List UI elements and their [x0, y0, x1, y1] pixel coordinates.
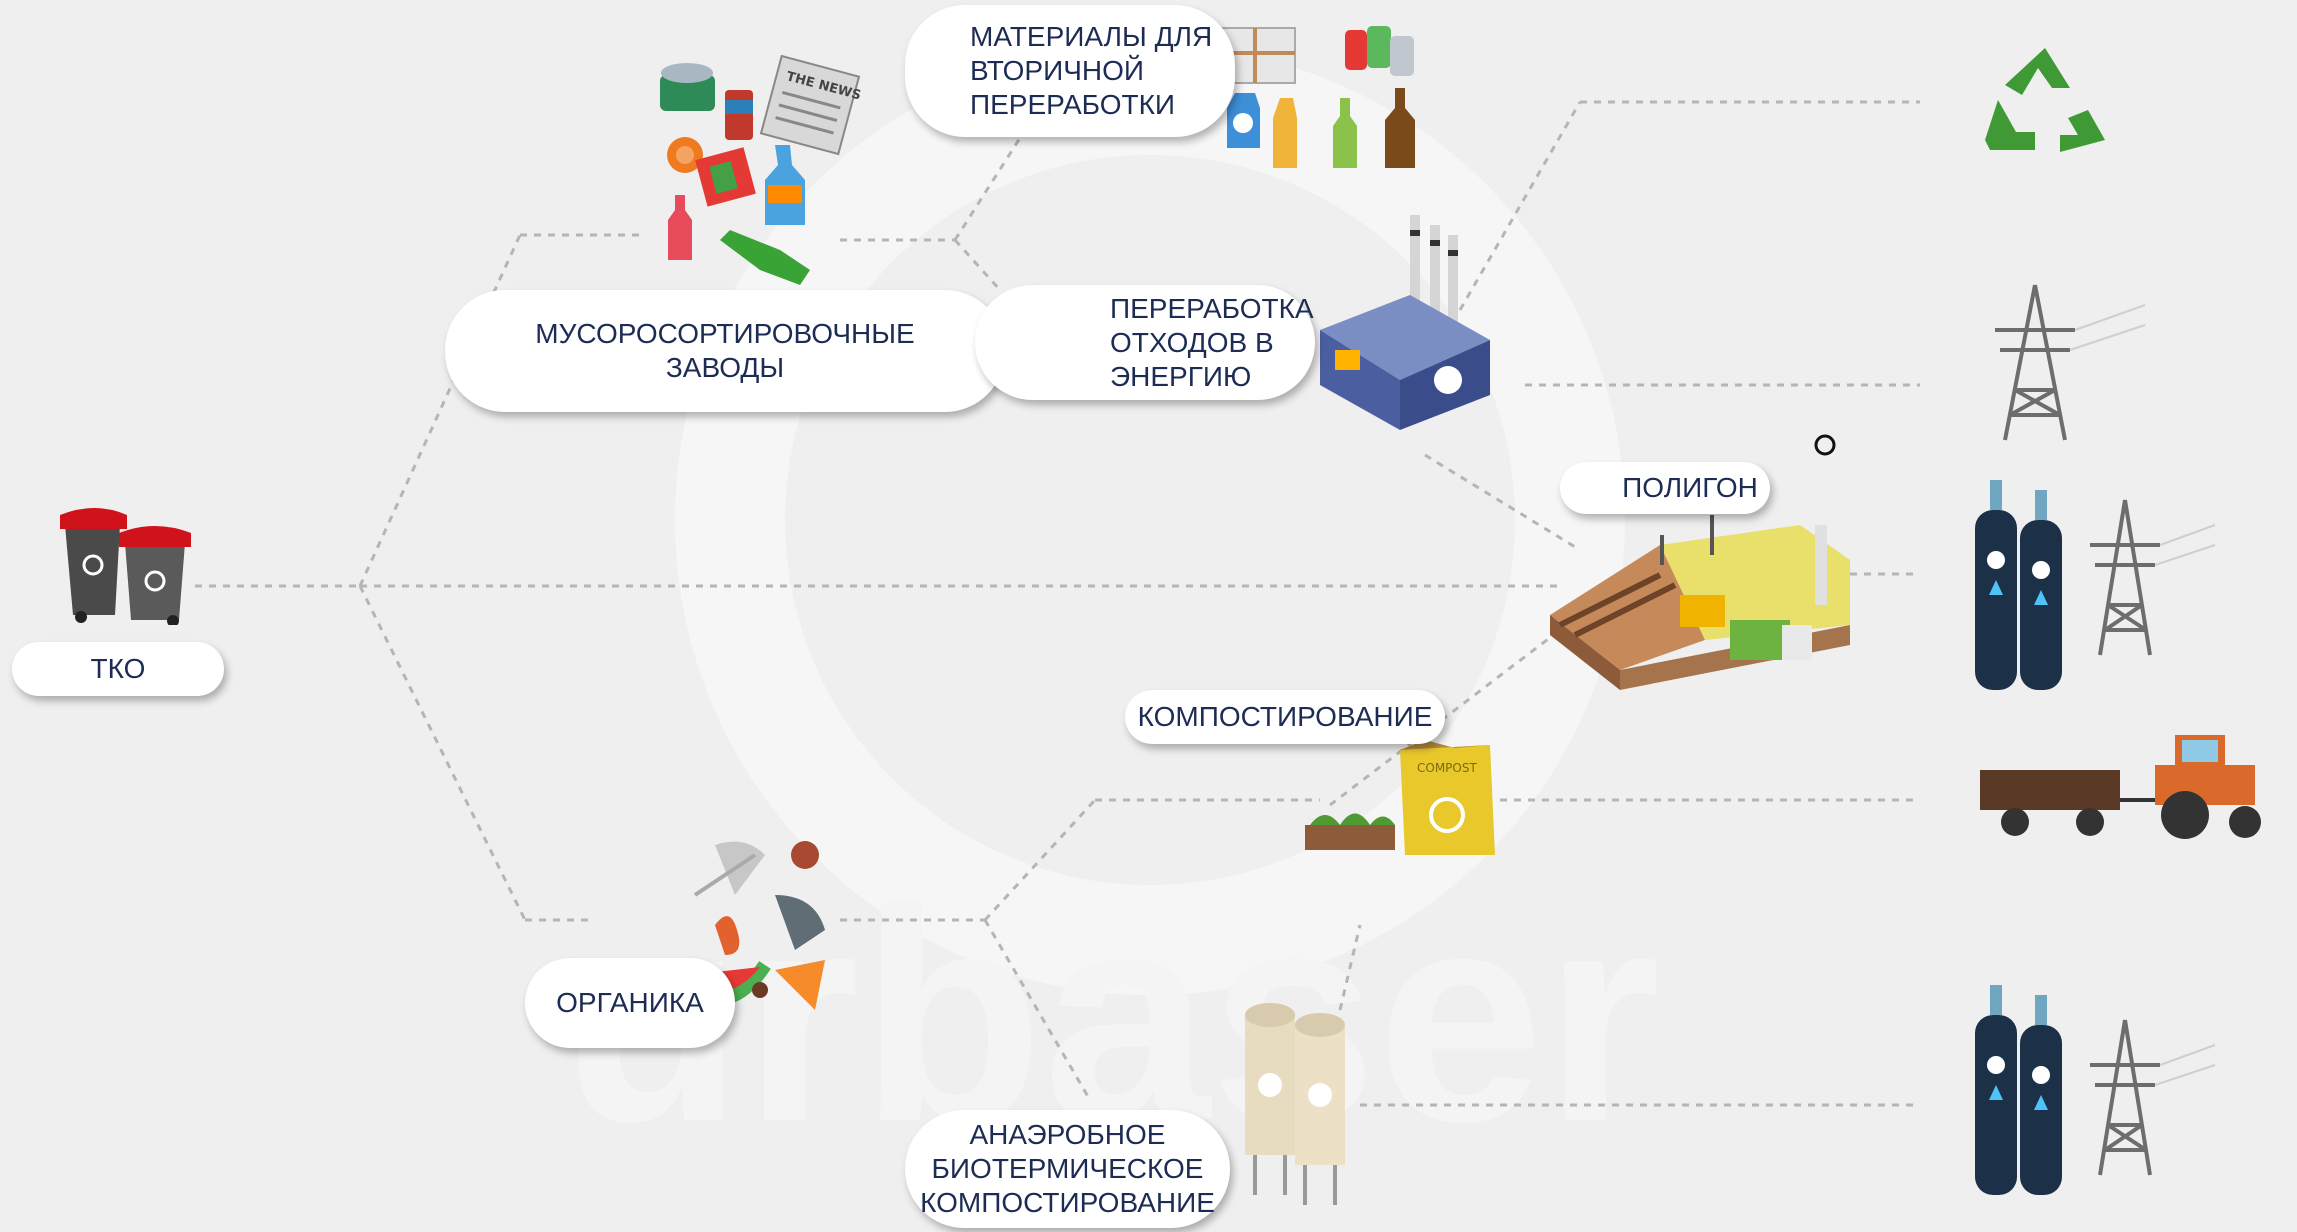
waste-bins-icon: [60, 508, 191, 625]
recyclables-icon: THE NEWS: [660, 55, 863, 285]
gas-cylinder-icon-2: [1975, 985, 2062, 1195]
node-organics: ОРГАНИКА: [525, 958, 735, 1048]
small-logo-icon: [1814, 434, 1836, 456]
node-landfill: ПОЛИГОН: [1560, 462, 1770, 514]
node-recycling-materials: МАТЕРИАЛЫ ДЛЯ ВТОРИЧНОЙ ПЕРЕРАБОТКИ: [905, 5, 1235, 137]
node-waste-to-energy: ПЕРЕРАБОТКА ОТХОДОВ В ЭНЕРГИЮ: [975, 285, 1315, 400]
biogas-silo-icon: [1245, 1003, 1345, 1205]
node-sorting-plants: МУСОРОСОРТИРОВОЧНЫЕ ЗАВОДЫ: [445, 290, 1005, 412]
compost-bag-label: COMPOST: [1417, 761, 1477, 775]
node-anaerobic-composting-label: АНАЭРОБНОЕ БИОТЕРМИЧЕСКОЕ КОМПОСТИРОВАНИ…: [920, 1119, 1215, 1218]
node-tko: ТКО: [12, 642, 224, 696]
recycle-materials-icon: [1214, 26, 1415, 168]
node-composting-label: КОМПОСТИРОВАНИЕ: [1137, 701, 1433, 732]
node-recycling-materials-label: МАТЕРИАЛЫ ДЛЯ ВТОРИЧНОЙ ПЕРЕРАБОТКИ: [970, 21, 1213, 120]
power-tower-icon-3: [2090, 1019, 2216, 1176]
gas-cylinder-icon: [1975, 480, 2062, 690]
power-tower-icon-2: [2090, 499, 2216, 656]
tractor-icon: [1980, 735, 2261, 839]
node-landfill-label: ПОЛИГОН: [1622, 472, 1758, 503]
node-organics-label: ОРГАНИКА: [556, 987, 704, 1018]
power-tower-icon: [1995, 284, 2146, 441]
node-sorting-plants-label: МУСОРОСОРТИРОВОЧНЫЕ ЗАВОДЫ: [535, 318, 915, 383]
compost-icon: COMPOST: [1305, 740, 1495, 855]
factory-icon: [1320, 215, 1490, 430]
landfill-icon: [1550, 515, 1850, 690]
node-waste-to-energy-label: ПЕРЕРАБОТКА ОТХОДОВ В ЭНЕРГИЮ: [1110, 292, 1314, 392]
recycle-symbol-icon: [1985, 48, 2105, 152]
node-anaerobic-composting: АНАЭРОБНОЕ БИОТЕРМИЧЕСКОЕ КОМПОСТИРОВАНИ…: [905, 1110, 1230, 1228]
node-tko-label: ТКО: [90, 653, 146, 684]
node-composting: КОМПОСТИРОВАНИЕ: [1125, 690, 1445, 744]
